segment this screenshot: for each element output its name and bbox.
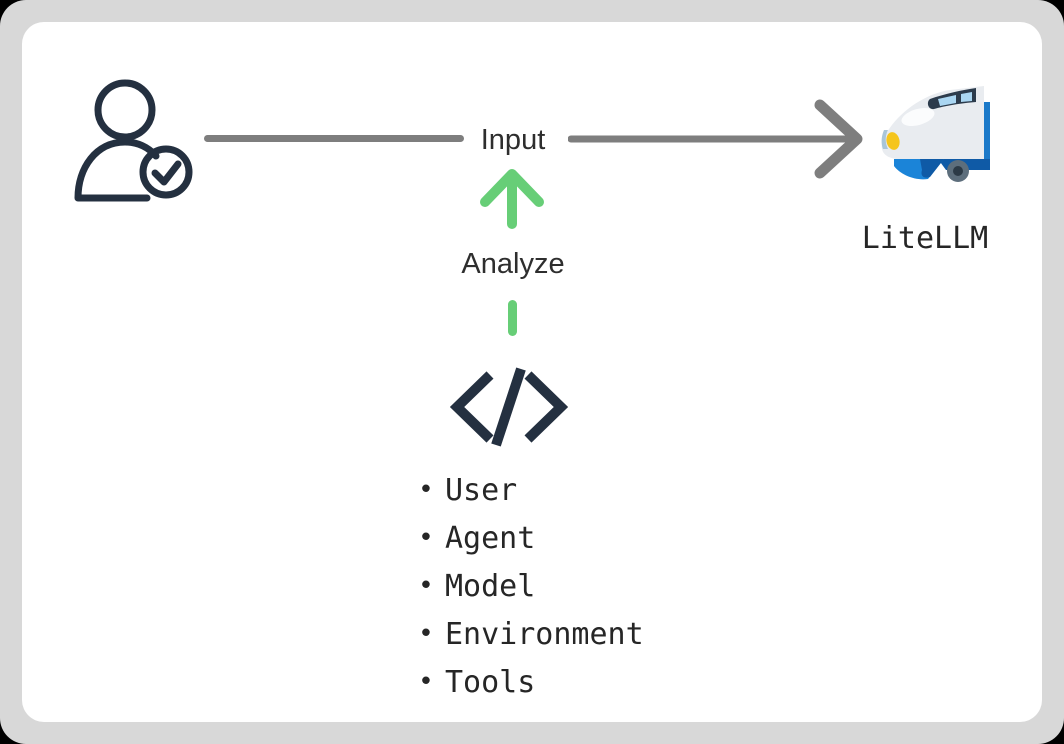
list-item-label: Model bbox=[445, 568, 536, 604]
list-item: • Model bbox=[415, 562, 644, 610]
list-item: • Tools bbox=[415, 658, 644, 706]
bullet-icon: • bbox=[418, 619, 434, 649]
list-item: • Environment bbox=[415, 610, 644, 658]
litellm-label: LiteLLM bbox=[861, 221, 989, 256]
bullet-train-icon bbox=[881, 86, 990, 182]
arrow-up-icon bbox=[480, 169, 544, 229]
code-icon bbox=[450, 367, 568, 447]
arrow-right-icon bbox=[568, 99, 863, 179]
bullet-icon: • bbox=[418, 523, 434, 553]
list-item: • User bbox=[415, 466, 644, 514]
list-item: • Agent bbox=[415, 514, 644, 562]
list-item-label: User bbox=[445, 472, 518, 508]
list-item-label: Environment bbox=[445, 616, 644, 652]
input-label: Input bbox=[480, 124, 546, 156]
list-item-label: Agent bbox=[445, 520, 536, 556]
analysis-list: • User • Agent • Model • Environment • T… bbox=[415, 466, 644, 706]
bullet-icon: • bbox=[418, 667, 434, 697]
connector-line-left bbox=[204, 135, 464, 142]
analyze-label: Analyze bbox=[461, 248, 565, 280]
bullet-icon: • bbox=[418, 571, 434, 601]
list-item-label: Tools bbox=[445, 664, 536, 700]
connector-dash bbox=[508, 300, 517, 336]
user-check-icon bbox=[74, 79, 193, 202]
bullet-icon: • bbox=[418, 475, 434, 505]
